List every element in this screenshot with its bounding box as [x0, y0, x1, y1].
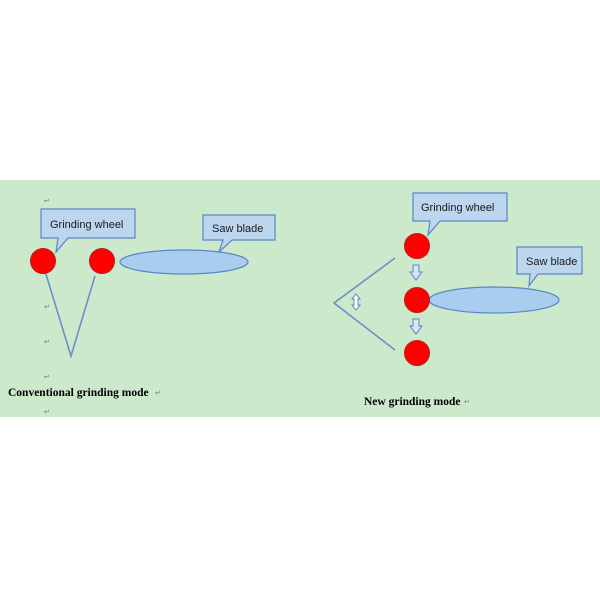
v-line-left — [44, 270, 96, 359]
paragraph-mark: ↵ — [44, 408, 50, 416]
grinding-wheel-left-1 — [30, 248, 56, 274]
caption-new: New grinding mode — [364, 396, 460, 408]
saw-blade-label-right: Saw blade — [526, 256, 577, 268]
paragraph-mark: ↵ — [155, 389, 161, 397]
grinding-wheel-right-2 — [404, 287, 430, 313]
caption-conventional: Conventional grinding mode — [8, 387, 149, 399]
saw-blade-label-left: Saw blade — [212, 223, 263, 235]
grinding-wheel-callout-left: Grinding wheel — [40, 208, 136, 254]
grinding-wheel-left-2 — [89, 248, 115, 274]
down-arrow-icon — [409, 264, 423, 281]
down-arrow-icon — [409, 318, 423, 335]
angle-lines-right — [332, 257, 396, 351]
double-arrow-icon — [350, 293, 362, 311]
grinding-wheel-callout-right: Grinding wheel — [412, 192, 508, 237]
paragraph-mark: ↵ — [44, 303, 50, 311]
grinding-wheel-right-1 — [404, 233, 430, 259]
saw-blade-right — [428, 286, 560, 314]
grinding-wheel-right-3 — [404, 340, 430, 366]
paragraph-mark: ↵ — [44, 197, 50, 205]
paragraph-mark: ↵ — [44, 373, 50, 381]
paragraph-mark: ↵ — [44, 338, 50, 346]
grinding-wheel-label-right: Grinding wheel — [421, 202, 494, 214]
saw-blade-left — [119, 249, 249, 275]
paragraph-mark: ↵ — [464, 398, 470, 406]
saw-blade-callout-right: Saw blade — [516, 246, 583, 289]
grinding-wheel-label-left: Grinding wheel — [50, 219, 123, 231]
saw-blade-callout-left: Saw blade — [202, 214, 276, 253]
